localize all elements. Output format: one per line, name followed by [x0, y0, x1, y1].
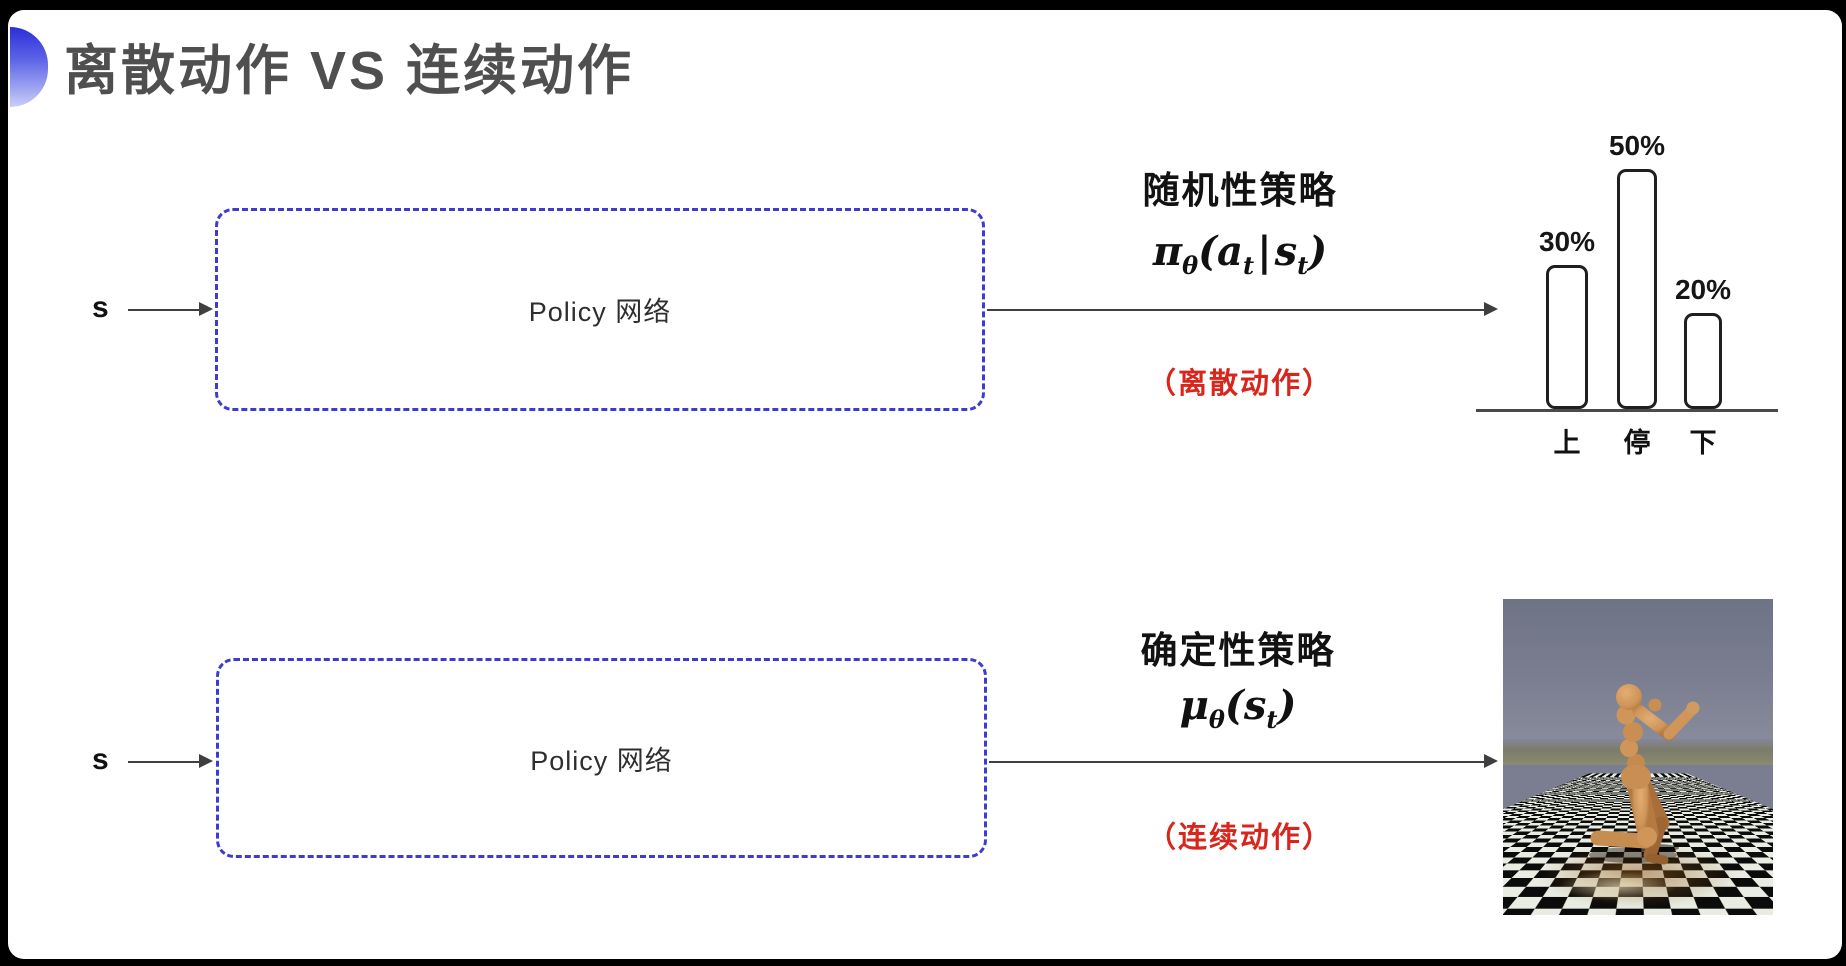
- stochastic-policy-formula: πθ(at|st): [1090, 228, 1390, 280]
- stochastic-policy-heading: 随机性策略: [1142, 170, 1338, 211]
- math-term: |: [1257, 228, 1272, 275]
- math-term: ): [1277, 682, 1297, 729]
- title-accent-shape: [10, 27, 48, 107]
- discrete-action-note: （离散动作）: [1146, 368, 1333, 400]
- bar-value-label: 20%: [1674, 274, 1732, 305]
- bar-上: [1546, 265, 1588, 409]
- page-title: 离散动作 VS 连续动作: [64, 41, 635, 101]
- math-sub: θ: [1182, 251, 1199, 280]
- deterministic-policy-formula: μθ(st): [1088, 682, 1388, 734]
- bar-category-label: 上: [1553, 428, 1581, 458]
- humanoid-robot-figure: [1589, 684, 1700, 865]
- bar-category-label: 下: [1689, 428, 1717, 458]
- math-term: (: [1224, 682, 1244, 729]
- math-term: π: [1152, 228, 1183, 275]
- bar-下: [1684, 313, 1722, 409]
- policy-network-box-bottom: Policy 网络: [216, 658, 987, 858]
- arrow-state-to-policy-bottom: [128, 754, 213, 768]
- math-term: a: [1217, 228, 1243, 275]
- arrow-state-to-policy-top: [128, 302, 213, 316]
- math-term: s: [1243, 682, 1267, 729]
- math-sub: t: [1242, 251, 1255, 280]
- slide-canvas: 离散动作 VS 连续动作 s Policy 网络 随机性策略 πθ(at|st)…: [8, 10, 1842, 959]
- policy-network-label-bottom: Policy 网络: [530, 745, 673, 776]
- state-input-label-bottom: s: [92, 743, 109, 776]
- bar-停: [1617, 169, 1657, 409]
- continuous-action-note: （连续动作）: [1146, 822, 1333, 854]
- arrow-policy-to-output-bottom: [989, 754, 1498, 768]
- slide: 离散动作 VS 连续动作 s Policy 网络 随机性策略 πθ(at|st)…: [8, 10, 1842, 959]
- state-input-label-top: s: [92, 291, 109, 324]
- deterministic-policy-heading: 确定性策略: [1140, 630, 1336, 671]
- math-term: ): [1308, 228, 1328, 275]
- policy-network-label-top: Policy 网络: [528, 297, 672, 327]
- math-term: s: [1274, 228, 1298, 275]
- math-sub: t: [1297, 251, 1309, 280]
- floor-highlight: [1558, 871, 1678, 901]
- math-term: μ: [1179, 682, 1209, 729]
- chart-baseline: [1476, 409, 1778, 412]
- math-sub: t: [1266, 705, 1278, 734]
- math-term: (: [1198, 228, 1218, 275]
- bar-value-label: 30%: [1538, 226, 1596, 257]
- bar-value-label: 50%: [1608, 130, 1666, 161]
- humanoid-environment-image: [1503, 599, 1773, 915]
- sky-background: [1503, 599, 1773, 745]
- bar-category-label: 停: [1623, 428, 1651, 458]
- arrow-policy-to-output-top: [987, 302, 1498, 316]
- policy-network-box-top: Policy 网络: [215, 208, 985, 411]
- math-sub: θ: [1208, 705, 1225, 734]
